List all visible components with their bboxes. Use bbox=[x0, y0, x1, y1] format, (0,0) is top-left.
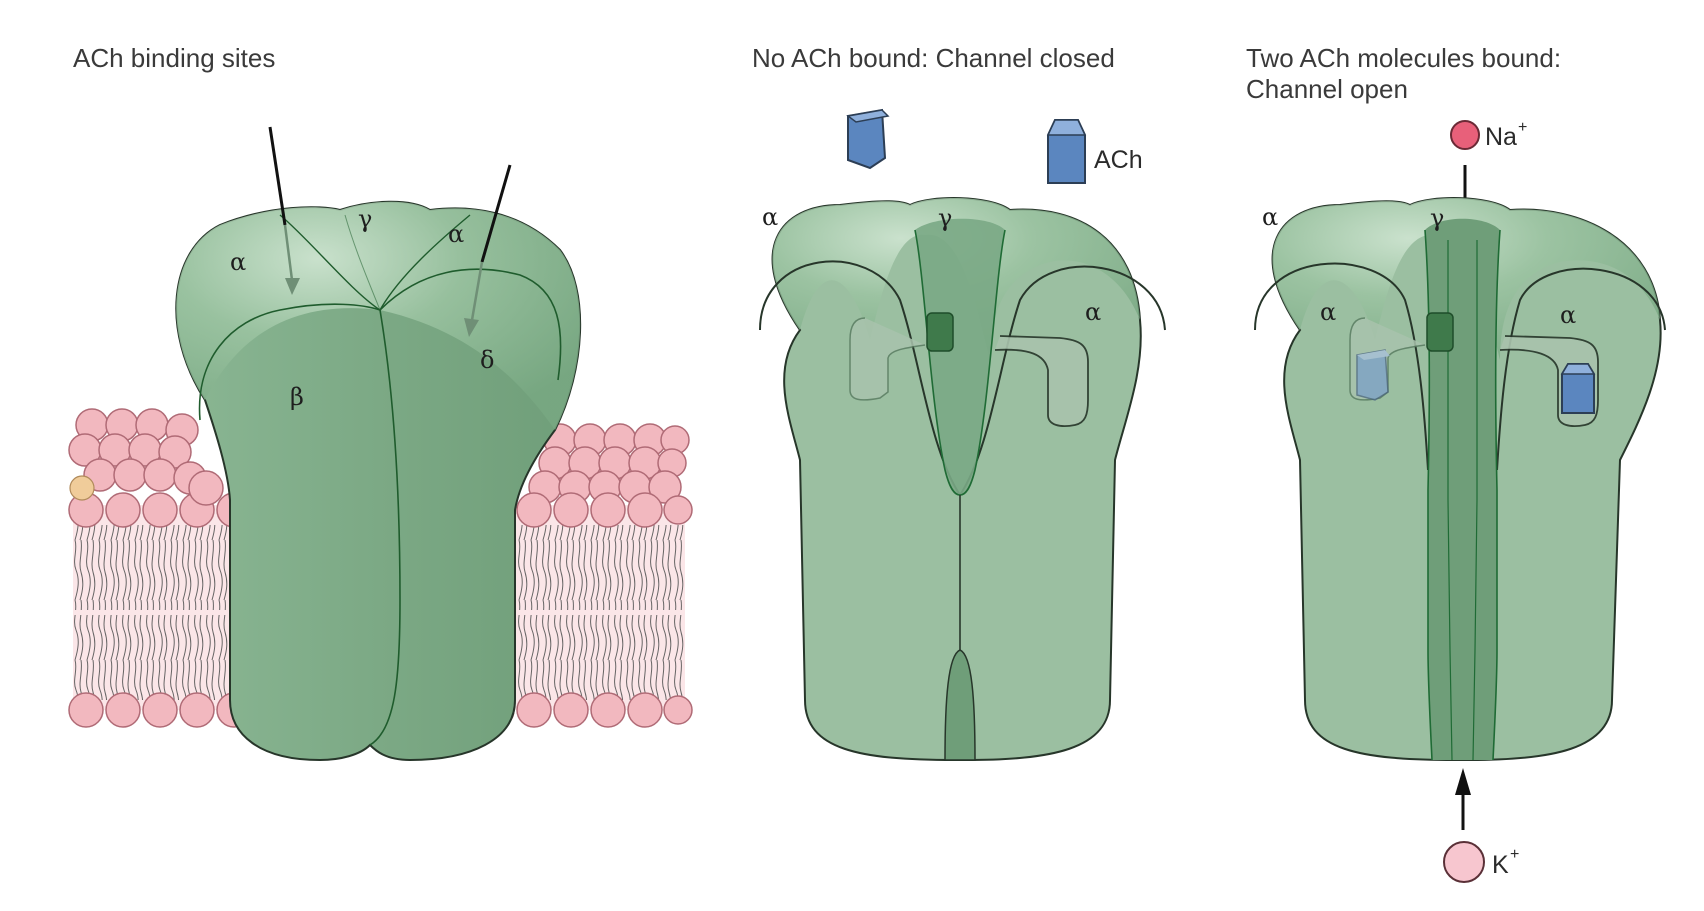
label-alpha-left: α bbox=[230, 248, 246, 276]
open-label-alpha-right: α bbox=[1560, 301, 1576, 329]
panel-channel-closed: ACh α γ α bbox=[759, 108, 1166, 761]
open-label-gamma: γ bbox=[1430, 204, 1444, 232]
label-k: K bbox=[1492, 851, 1509, 879]
title-channel-open-line2: Channel open bbox=[1246, 74, 1408, 104]
label-beta: β bbox=[290, 383, 304, 411]
title-channel-closed: No ACh bound: Channel closed bbox=[752, 43, 1115, 73]
label-delta: δ bbox=[480, 346, 494, 374]
closed-label-alpha-right: α bbox=[1085, 298, 1101, 326]
na-ion bbox=[1450, 120, 1480, 150]
label-na: Na bbox=[1485, 123, 1517, 151]
label-k-charge: + bbox=[1510, 846, 1519, 863]
k-ion bbox=[1443, 841, 1485, 883]
closed-label-gamma: γ bbox=[938, 204, 952, 232]
ach-bound-left bbox=[1356, 349, 1390, 401]
label-ach: ACh bbox=[1094, 146, 1143, 174]
label-na-charge: + bbox=[1518, 119, 1527, 136]
panel-channel-open: Na + bbox=[1254, 119, 1666, 883]
label-alpha-right: α bbox=[448, 220, 464, 248]
open-label-alpha-left: α bbox=[1320, 298, 1336, 326]
title-channel-open-line1: Two ACh molecules bound: bbox=[1246, 43, 1562, 73]
label-gamma: γ bbox=[358, 205, 372, 233]
open-label-alpha-top: α bbox=[1262, 203, 1278, 231]
ach-bound-right bbox=[1560, 363, 1596, 414]
receptor-closed: α γ α bbox=[759, 197, 1166, 761]
title-binding-sites: ACh binding sites bbox=[73, 43, 276, 73]
membrane-left bbox=[68, 408, 252, 728]
ach-molecule-free-1 bbox=[846, 108, 890, 170]
receptor-open: α γ α α bbox=[1254, 197, 1666, 761]
receptor-binding-view: α γ α β δ bbox=[175, 126, 582, 762]
panel-binding-sites: α γ α β δ bbox=[68, 126, 693, 762]
closed-label-alpha-top: α bbox=[762, 203, 778, 231]
ach-molecule-free-2 bbox=[1046, 119, 1087, 184]
